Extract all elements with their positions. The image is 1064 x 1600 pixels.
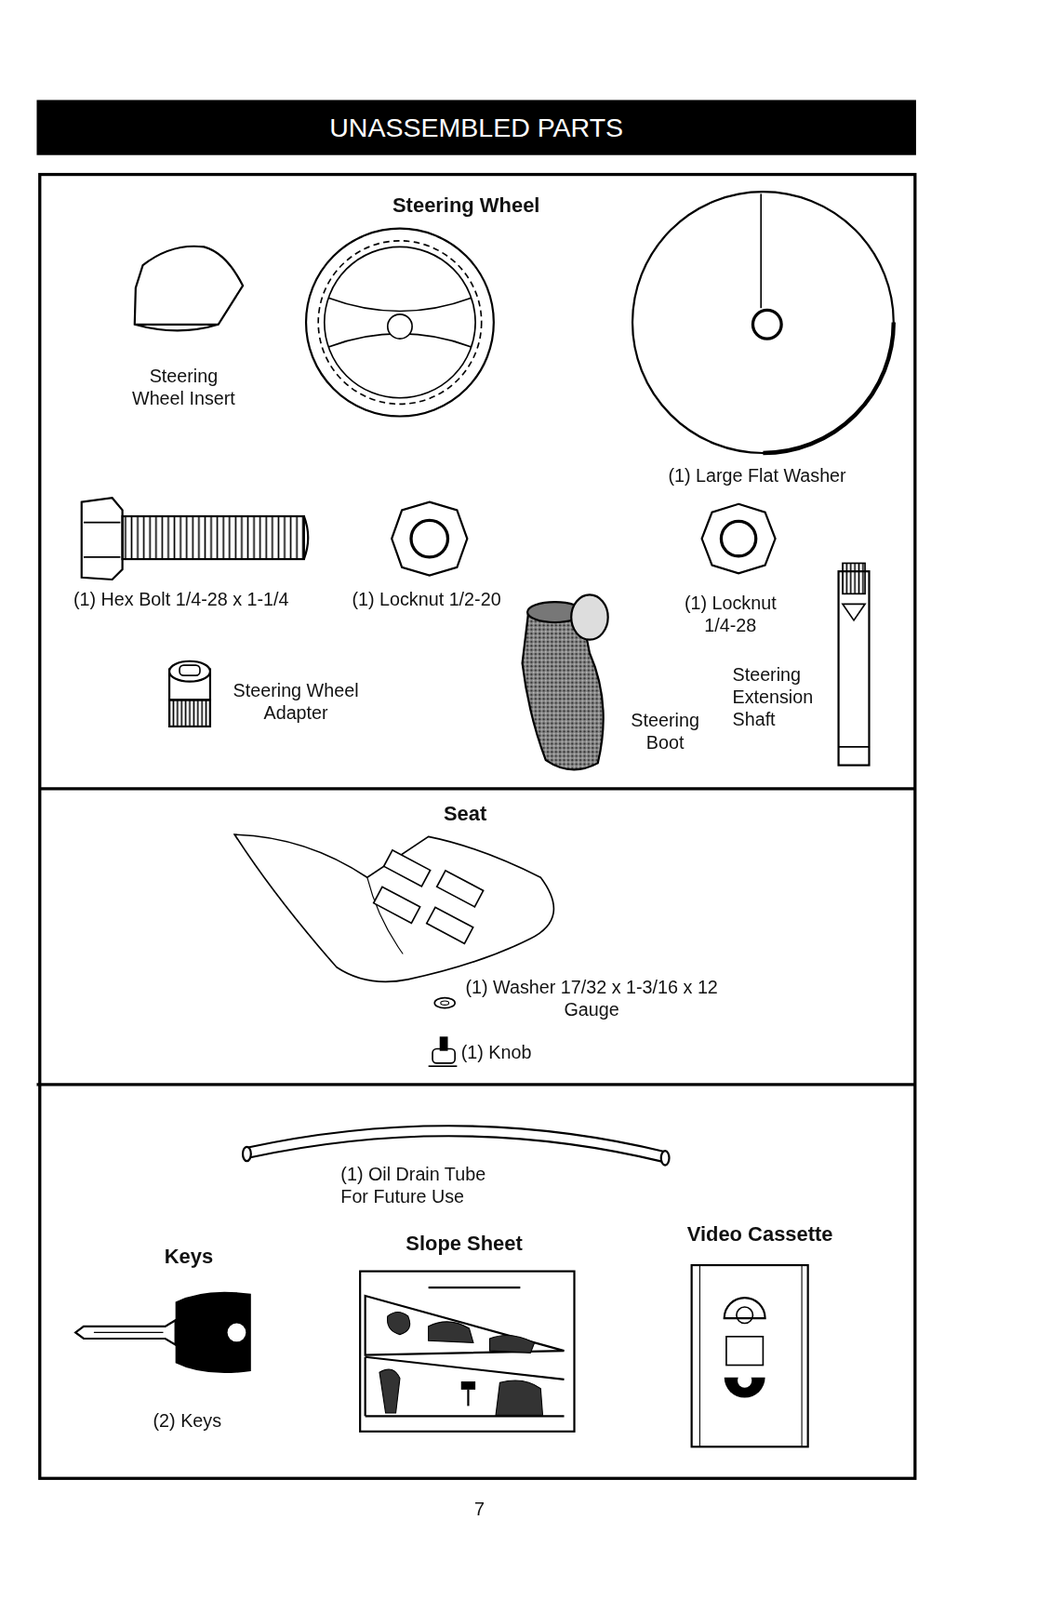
section-heading: Seat	[413, 801, 517, 825]
knob	[428, 1036, 458, 1066]
seat	[234, 834, 554, 982]
extension-shaft	[838, 562, 870, 765]
wheel-insert	[134, 246, 243, 332]
part-name: (1) Hex Bolt 1/4-28 x 1-1/4	[73, 588, 290, 612]
locknut	[702, 504, 776, 574]
large-flat-washer	[632, 191, 894, 453]
wheel-adapter	[169, 661, 211, 727]
part-name: Steering Boot	[618, 708, 713, 754]
part-name: (2) Keys	[153, 1409, 223, 1433]
hex-bolt	[81, 497, 308, 580]
section-heading: Video Cassette	[663, 1222, 857, 1245]
section-heading: Steering Wheel	[364, 193, 569, 216]
panel-frame	[39, 174, 916, 1479]
part-name: Steering Extension Shaft	[732, 663, 833, 731]
page-title: UNASSEMBLED PARTS	[36, 112, 916, 145]
key	[75, 1291, 252, 1373]
part-name: (1) Locknut 1/2-20	[351, 588, 501, 612]
washer	[434, 997, 455, 1009]
steering-wheel	[305, 228, 494, 417]
video-cassette	[691, 1264, 809, 1447]
section-heading: Keys	[127, 1244, 251, 1267]
oil-drain-tube	[242, 1130, 669, 1166]
page-number: 7	[449, 1497, 511, 1520]
part-name: (1) Locknut 1/4-28	[673, 591, 788, 637]
locknut	[391, 502, 467, 576]
steering-boot	[522, 594, 609, 770]
panel-divider	[39, 786, 916, 790]
title-band	[36, 99, 916, 155]
part-name: (1) Oil Drain Tube For Future Use	[340, 1162, 512, 1208]
part-name: (1) Washer 17/32 x 1-3/16 x 12 Gauge	[464, 976, 719, 1022]
panel-divider	[36, 1082, 915, 1086]
part-name: Steering Wheel Insert	[122, 365, 246, 411]
part-name: (1) Knob	[461, 1041, 532, 1064]
slope-sheet	[359, 1271, 574, 1432]
part-name: Steering Wheel Adapter	[224, 678, 368, 724]
section-heading: Slope Sheet	[382, 1231, 546, 1254]
part-name: (1) Large Flat Washer	[667, 464, 846, 487]
